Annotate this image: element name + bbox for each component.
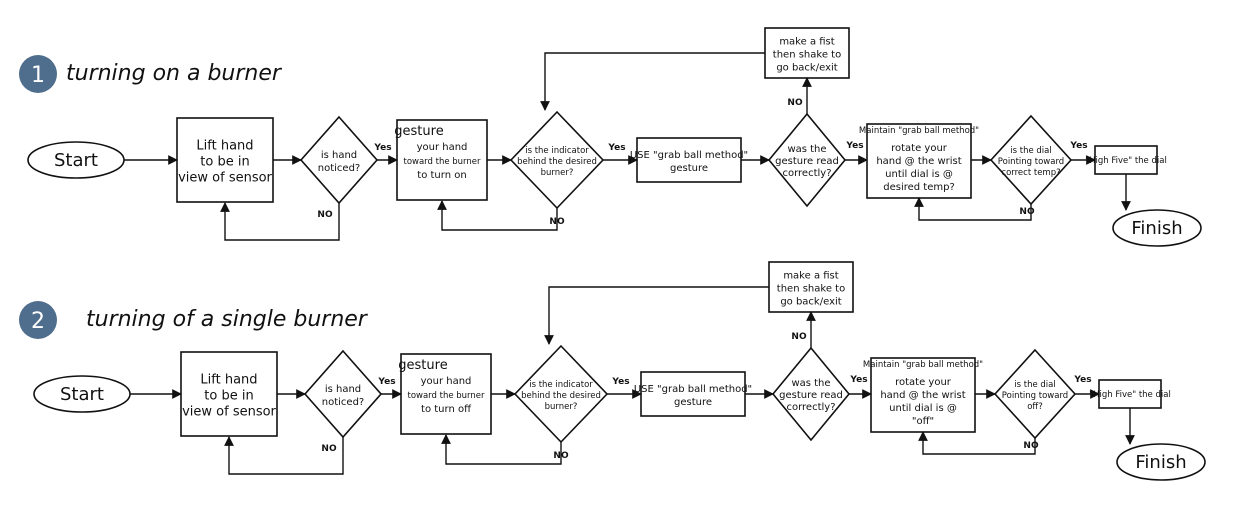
dial-pointing-label-line: Pointing toward [998, 157, 1064, 167]
grab-ball-label-line: gesture [674, 397, 712, 408]
gesture-label-line: toward the burner [403, 157, 481, 167]
rotate-hand-label-line: desired temp? [883, 182, 955, 193]
gesture-label-line: your hand [421, 376, 472, 387]
edge-yes-label: Yes [849, 375, 867, 385]
loop-indicator-no [441, 434, 562, 465]
lift-hand-label-line: to be in [204, 389, 253, 404]
gesture-label-line: your hand [417, 142, 468, 153]
edge-yes-label: Yes [377, 377, 395, 387]
dial-pointing-label-line: is the dial [1014, 380, 1055, 390]
step-badge [19, 55, 57, 93]
edge-yes-label: Yes [1073, 375, 1091, 385]
dial-pointing-label-line: off? [1027, 402, 1043, 412]
gesture-read-label-line: gesture read [775, 156, 839, 167]
make-fist-label-line: then shake to [773, 50, 841, 61]
loop-indicator-no [437, 200, 558, 231]
indicator-label-line: is the indicator [529, 380, 593, 390]
gesture-label-line: to turn on [417, 170, 466, 181]
gesture-title: gesture [398, 358, 447, 373]
rotate-note: Maintain "grab ball method" [863, 360, 983, 370]
gesture-label-line: toward the burner [407, 391, 485, 401]
dial-pointing-label-line: correct temp? [1001, 168, 1060, 178]
indicator-label-line: behind the desired [521, 391, 601, 401]
flow-title: turning on a burner [66, 61, 283, 86]
grab-ball-label-line: gesture [670, 163, 708, 174]
rotate-note: Maintain "grab ball method" [859, 126, 979, 136]
start-label: Start [54, 150, 98, 171]
rotate-hand-label-line: "off" [912, 416, 934, 427]
loop-pointing-no [914, 197, 1032, 221]
finish-terminal [1116, 443, 1206, 481]
indicator-label-line: burner? [541, 168, 574, 178]
hand-noticed-label-line: noticed? [322, 397, 364, 408]
start-label: Start [60, 384, 104, 405]
rotate-hand-label-line: until dial is @ [889, 403, 957, 414]
dial-pointing-label-line: Pointing toward [1002, 391, 1068, 401]
make-fist-label-line: make a fist [779, 37, 834, 48]
edge-yes-label: Yes [1069, 141, 1087, 151]
gesture-read-label-line: gesture read [779, 390, 843, 401]
grab-ball-label-line: USE "grab ball method" [630, 150, 748, 161]
gesture-read-decision [771, 346, 851, 442]
rotate-hand-label-line: hand @ the wrist [880, 390, 965, 401]
flow-title: turning of a single burner [86, 307, 369, 332]
edge-yes-label: Yes [845, 141, 863, 151]
make-fist-label-line: then shake to [777, 284, 845, 295]
rotate-hand-label-line: rotate your [895, 377, 952, 388]
finish-label: Finish [1135, 452, 1186, 473]
edge-no-label: NO [787, 98, 803, 108]
rotate-hand-label-line: hand @ the wrist [876, 156, 961, 167]
edge-yes-label: Yes [611, 377, 629, 387]
edge-no-label: NO [1023, 441, 1039, 451]
edge-yes-label: Yes [607, 143, 625, 153]
edge-yes-label: Yes [373, 143, 391, 153]
gesture-read-decision [767, 112, 847, 208]
edge-no-label: NO [321, 444, 337, 454]
indicator-label-line: burner? [545, 402, 578, 412]
arrow-fist-back-to-indicator [540, 52, 765, 111]
loop-noticed-no [220, 202, 340, 241]
lift-hand-label-line: view of sensor [178, 171, 272, 186]
step-number: 1 [31, 63, 45, 88]
gesture-title: gesture [394, 124, 443, 139]
edge-no-label: NO [317, 210, 333, 220]
indicator-label-line: behind the desired [517, 157, 597, 167]
gesture-read-label-line: was the [791, 378, 830, 389]
rotate-hand-label-line: rotate your [891, 143, 948, 154]
edge-no-label: NO [1019, 207, 1035, 217]
edge-no-label: NO [791, 332, 807, 342]
hand-noticed-label-line: noticed? [318, 163, 360, 174]
finish-label: Finish [1131, 218, 1182, 239]
make-fist-label-line: go back/exit [776, 63, 837, 74]
edge-no-label: NO [553, 451, 569, 461]
gesture-read-label-line: correctly? [782, 168, 831, 179]
make-fist-label-line: go back/exit [780, 297, 841, 308]
grab-ball-label-line: USE "grab ball method" [634, 384, 752, 395]
lift-hand-label-line: Lift hand [200, 373, 257, 388]
make-fist-label-line: make a fist [783, 271, 838, 282]
indicator-label-line: is the indicator [525, 146, 589, 156]
rotate-hand-label-line: until dial is @ [885, 169, 953, 180]
loop-pointing-no [918, 431, 1036, 455]
step-badge [19, 301, 57, 339]
loop-noticed-no [224, 436, 344, 475]
hand-noticed-label-line: is hand [321, 150, 357, 161]
lift-hand-label-line: Lift hand [196, 139, 253, 154]
edge-no-label: NO [549, 217, 565, 227]
high-five-label: "High Five" the dial [1089, 390, 1171, 400]
hand-noticed-label-line: is hand [325, 384, 361, 395]
arrow-fist-back-to-indicator [544, 286, 769, 345]
gesture-label-line: to turn off [421, 404, 472, 415]
finish-terminal [1112, 209, 1202, 247]
gesture-read-label-line: correctly? [786, 402, 835, 413]
high-five-label: "High Five" the dial [1085, 156, 1167, 166]
dial-pointing-label-line: is the dial [1010, 146, 1051, 156]
gesture-read-label-line: was the [787, 144, 826, 155]
step-number: 2 [31, 309, 45, 334]
lift-hand-label-line: view of sensor [182, 405, 276, 420]
lift-hand-label-line: to be in [200, 155, 249, 170]
